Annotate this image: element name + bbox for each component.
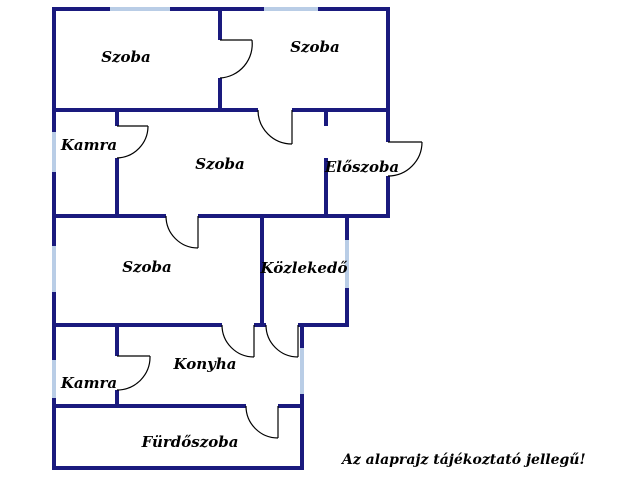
- door-kamra2-arc: [116, 355, 151, 391]
- room-label-kamra-2: Kamra: [60, 374, 117, 392]
- room-label-szoba-3: Szoba: [195, 155, 245, 173]
- door-furdo-arc: [245, 405, 279, 439]
- door-kozlekedo-arc: [265, 324, 299, 358]
- door-szoba4-arc: [165, 215, 199, 249]
- door-szoba2-arc: [257, 109, 293, 145]
- room-label-szoba-1: Szoba: [101, 48, 151, 66]
- door-top-arc: [219, 39, 253, 79]
- room-label-konyha: Konyha: [173, 355, 237, 373]
- room-label-kozlekedo: Közlekedő: [260, 259, 348, 277]
- room-label-szoba-2: Szoba: [290, 38, 340, 56]
- disclaimer-note: Az alaprajz tájékoztató jellegű!: [342, 452, 586, 468]
- door-konyha-arc: [221, 324, 255, 358]
- room-label-kamra-1: Kamra: [60, 136, 117, 154]
- room-labels: Szoba Szoba Kamra Szoba Előszoba Szoba K…: [60, 38, 399, 451]
- door-entrance-arc: [387, 141, 423, 177]
- door-kamra1-arc: [116, 125, 149, 159]
- room-label-szoba-4: Szoba: [122, 258, 172, 276]
- doors: [114, 39, 423, 439]
- windows: [52, 7, 349, 398]
- room-label-furdoszoba: Fürdőszoba: [141, 433, 239, 451]
- room-label-eloszoba: Előszoba: [324, 158, 399, 176]
